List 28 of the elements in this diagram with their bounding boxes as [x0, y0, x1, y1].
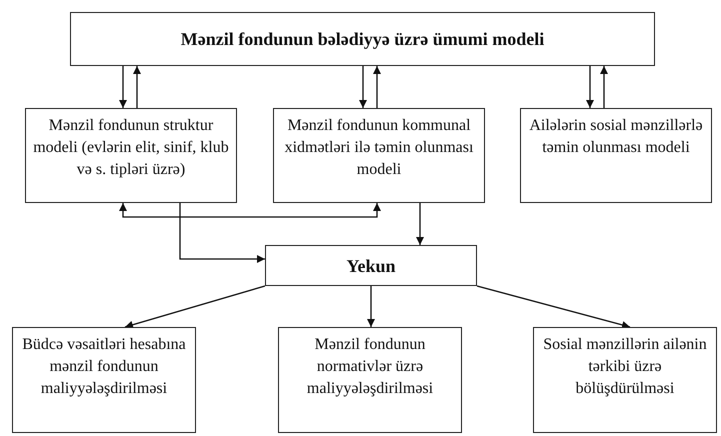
box-text: Yekun [346, 254, 396, 276]
arrow [133, 66, 141, 108]
arrow [586, 66, 594, 108]
arrow [416, 203, 424, 245]
box-text: Mənzil fondunun bələdiyyə üzrə ümumi modeli [180, 28, 544, 50]
box-text: Sosial mənzillərin ailənin tərkibi üzrə bölüşdürülməsi [543, 336, 707, 397]
box-text: Mənzil fondunun struktur modeli (evlərin elit, sinif, klub və s. tipləri üzrə) [33, 117, 229, 178]
arrow [373, 66, 381, 108]
arrow [367, 286, 375, 327]
box-text: Mənzil fondunun kommunal xidmətləri ilə təmin olunması modeli [284, 117, 474, 178]
process-box [70, 12, 655, 66]
process-box [520, 108, 712, 203]
process-box [278, 327, 462, 433]
arrow [179, 203, 265, 263]
process-box [265, 245, 477, 286]
box-text: Mənzil fondunun normativlər üzrə maliyyələşdirilməsi [306, 336, 434, 397]
process-box [25, 108, 237, 203]
arrow [359, 66, 367, 108]
box-text: Ailələrin sosial mənzillərlə təmin olunması modeli [529, 117, 703, 156]
process-box [533, 327, 717, 433]
process-box [273, 108, 485, 203]
arrow [119, 203, 381, 218]
arrow [119, 66, 127, 108]
box-text: Büdcə vəsaitləri hesabına mənzil fondunun maliyyələşdirilməsi [22, 336, 186, 397]
arrow [476, 285, 630, 329]
process-box [12, 327, 196, 433]
arrow [124, 285, 266, 329]
arrow [600, 66, 608, 108]
